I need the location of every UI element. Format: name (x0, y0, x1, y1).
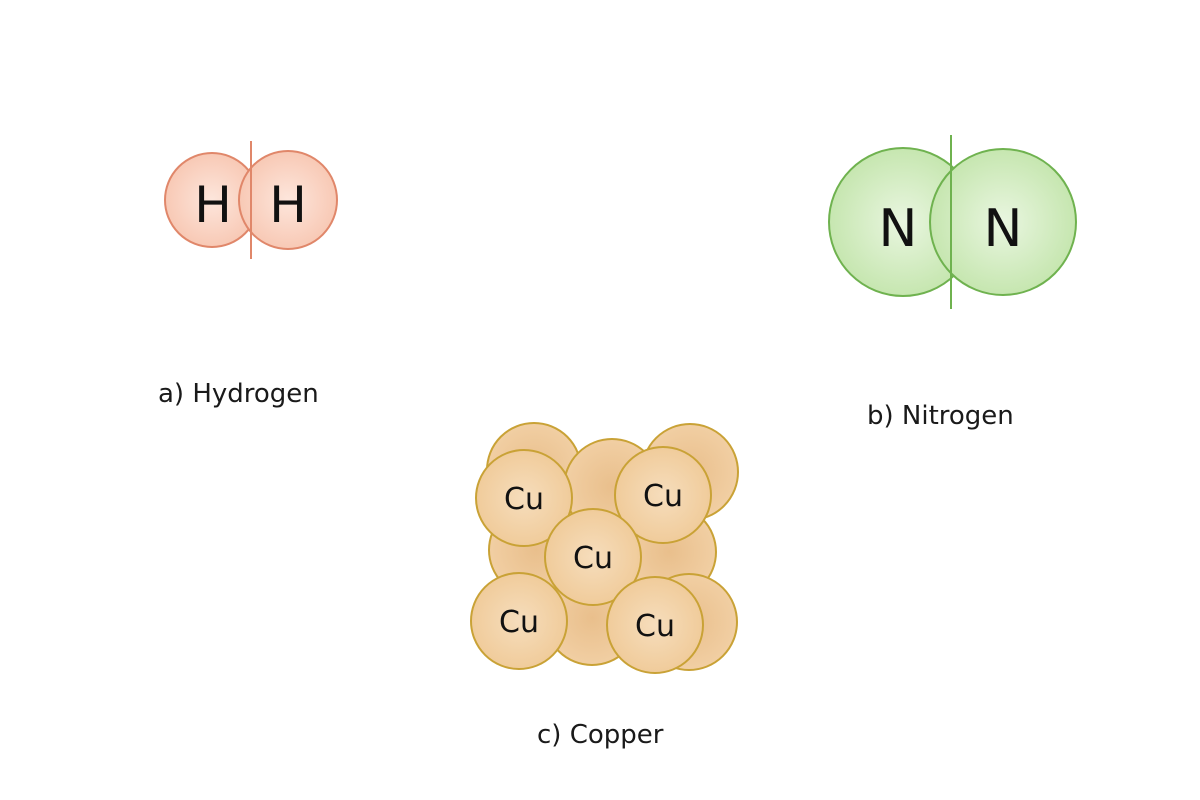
hydrogen-atom-label-left: H (194, 176, 232, 234)
copper-atom-top-left (475, 449, 573, 547)
copper-atom-center (544, 508, 642, 606)
copper-atom-label: Cu (499, 605, 539, 640)
nitrogen-atom-label-right: N (984, 199, 1023, 259)
copper-atom-label: Cu (504, 482, 544, 517)
hydrogen-atom-label-right: H (269, 176, 307, 234)
copper-atom-label: Cu (643, 479, 683, 514)
nitrogen-molecule: N N (828, 135, 1077, 309)
copper-atom-label: Cu (573, 541, 613, 576)
nitrogen-atom-right (929, 148, 1077, 296)
copper-atom-label: Cu (635, 609, 675, 644)
copper-lattice: Cu Cu Cu Cu Cu (470, 422, 739, 674)
copper-atom-bottom-right (606, 576, 704, 674)
nitrogen-caption: b) Nitrogen (867, 401, 1014, 431)
hydrogen-atom-right (238, 150, 338, 250)
copper-atom-top-right (614, 446, 712, 544)
hydrogen-molecule: H H (164, 141, 338, 259)
copper-atom-bottom-left (470, 572, 568, 670)
nitrogen-atom-label-left: N (879, 199, 918, 259)
copper-caption: c) Copper (537, 720, 664, 750)
hydrogen-caption: a) Hydrogen (158, 379, 319, 409)
